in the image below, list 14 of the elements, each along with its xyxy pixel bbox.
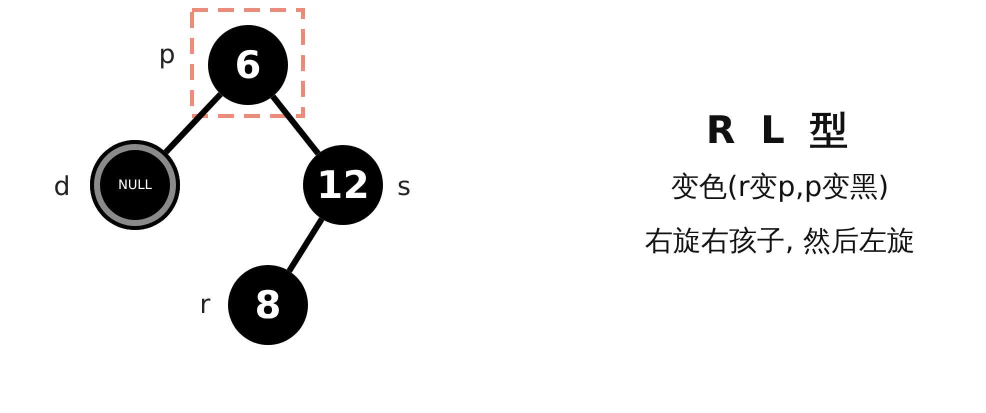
node-label: r bbox=[200, 290, 210, 320]
tree-node-circle: 8 bbox=[228, 265, 308, 345]
tree-edge bbox=[164, 92, 223, 154]
null-node-circle: NULL bbox=[90, 140, 180, 230]
note-text: 右旋右孩子, 然后左旋 bbox=[644, 223, 916, 259]
node-label: d bbox=[54, 172, 70, 202]
note-text: 变色(r变p,p变黑) bbox=[670, 169, 890, 205]
tree-edge bbox=[270, 94, 321, 156]
node-label: s bbox=[397, 172, 411, 202]
tree-edge bbox=[286, 217, 324, 273]
tree-node-circle: 12 bbox=[303, 145, 383, 225]
tree-node-circle: 6 bbox=[208, 25, 288, 105]
heading: R L 型 bbox=[705, 107, 855, 154]
node-label: p bbox=[158, 40, 176, 70]
